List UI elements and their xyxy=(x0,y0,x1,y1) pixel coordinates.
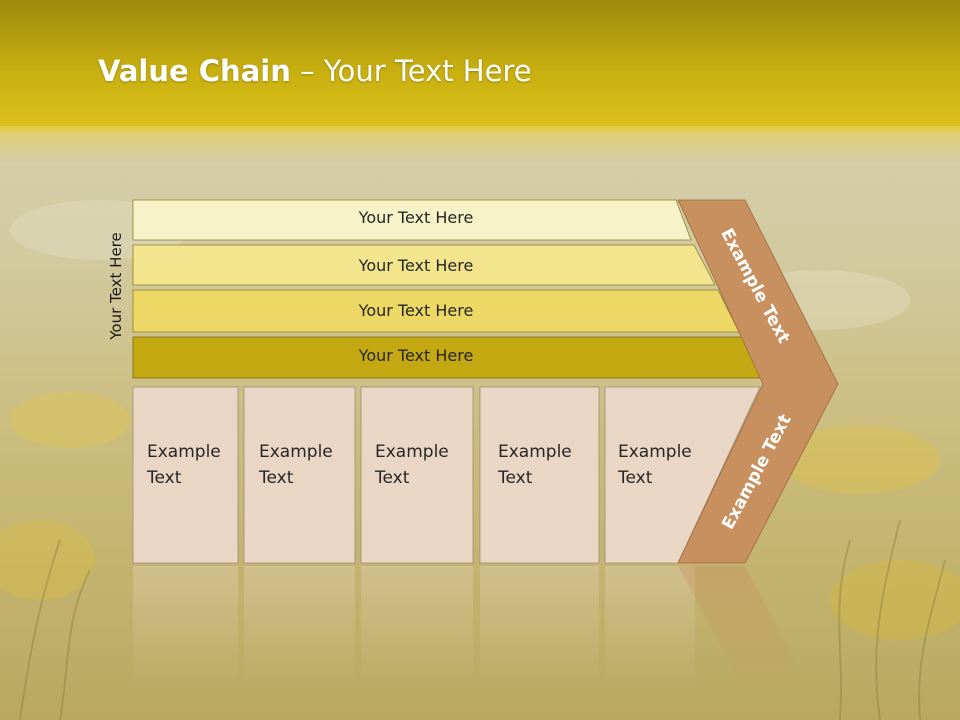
bar-2-shape xyxy=(132,244,716,286)
box-5-line2: Text xyxy=(618,468,653,488)
bar-1-label: Your Text Here xyxy=(358,208,474,227)
box-1-shape xyxy=(132,386,239,564)
bar-4-label: Your Text Here xyxy=(358,346,474,365)
side-label: Your Text Here xyxy=(107,232,125,340)
box-4-line2: Text xyxy=(498,468,533,488)
bar-1-shape xyxy=(132,199,692,241)
title-bold: Value Chain xyxy=(98,54,291,88)
slide-title: Value Chain – Your Text Here xyxy=(98,54,532,88)
reflection xyxy=(133,566,810,690)
bar-3-label: Your Text Here xyxy=(358,301,474,320)
box-2-line1: Example xyxy=(259,442,333,462)
box-1-line1: Example xyxy=(147,442,221,462)
box-4-shape xyxy=(479,386,600,564)
title-rest: – Your Text Here xyxy=(290,54,532,88)
box-2-shape xyxy=(243,386,356,564)
box-5-line1: Example xyxy=(618,442,692,462)
chevron-shape xyxy=(677,199,839,564)
box-3-line2: Text xyxy=(375,468,410,488)
box-4-line1: Example xyxy=(498,442,572,462)
box-3-shape xyxy=(360,386,474,564)
box-1-line2: Text xyxy=(147,468,182,488)
box-2-line2: Text xyxy=(259,468,294,488)
box-3-line1: Example xyxy=(375,442,449,462)
bar-2-label: Your Text Here xyxy=(358,256,474,275)
